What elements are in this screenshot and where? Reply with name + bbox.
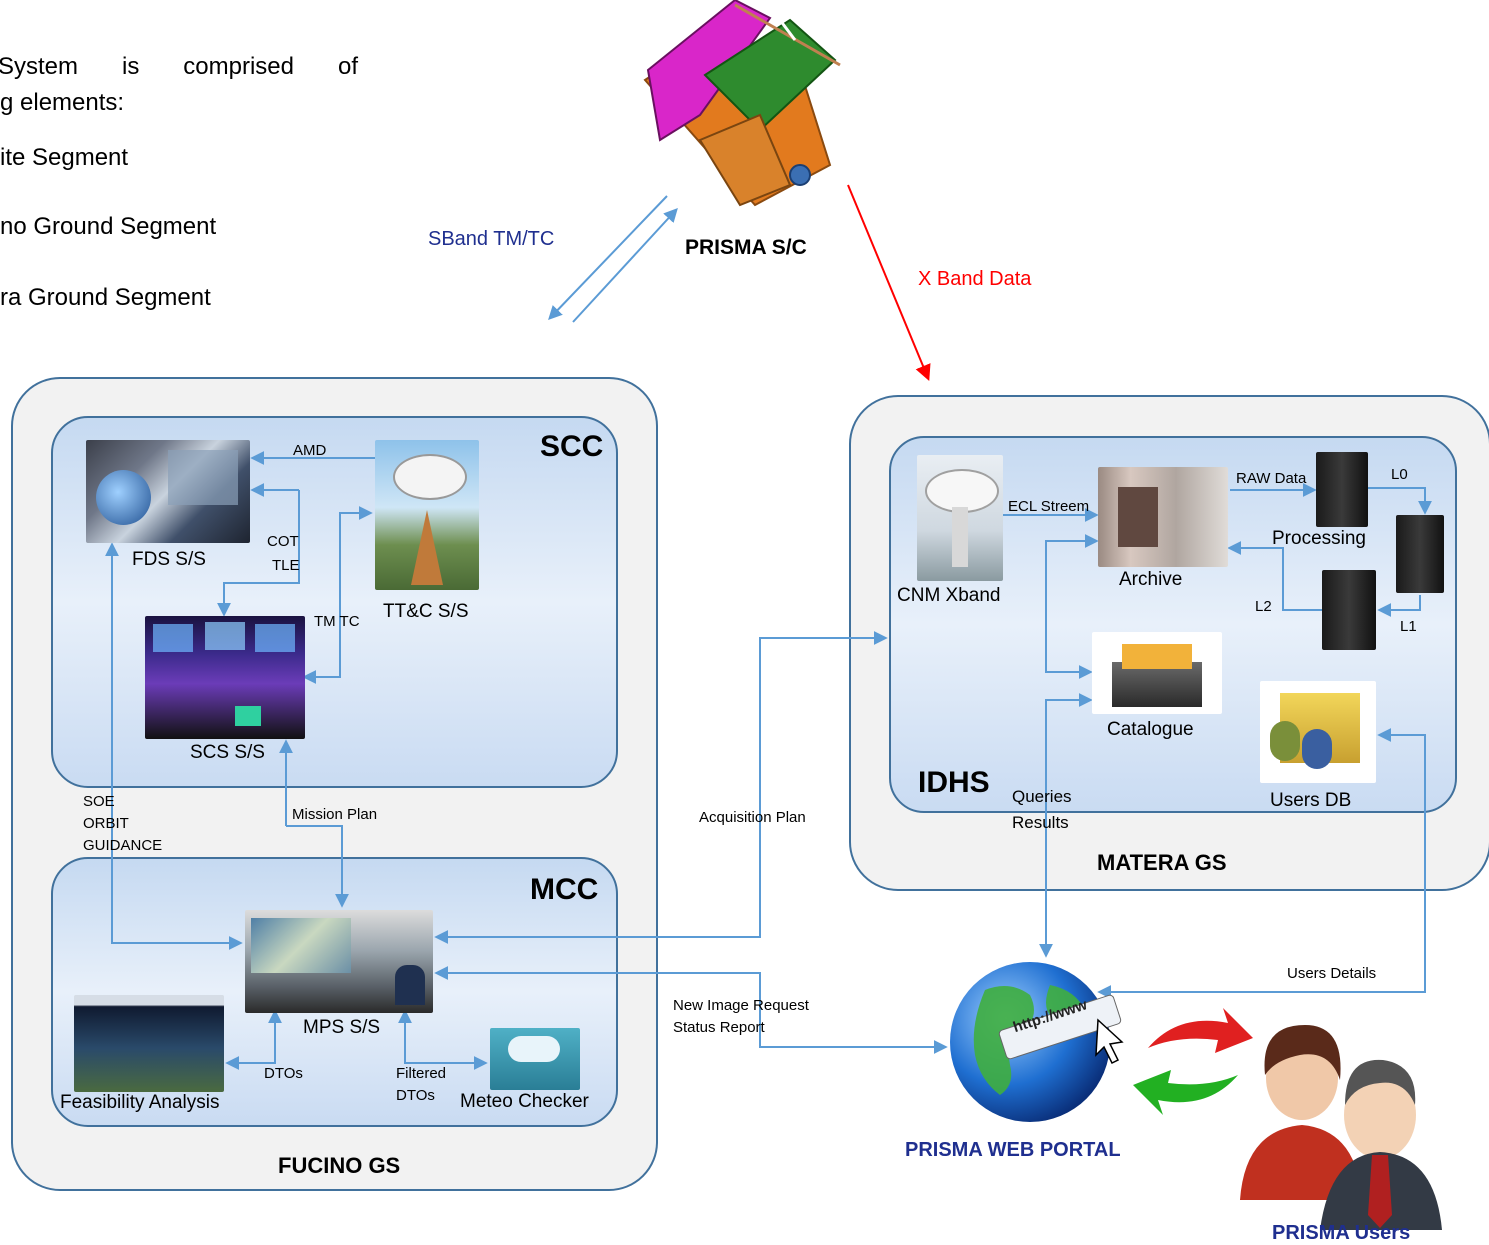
fucino-gs-title: FUCINO GS [278,1153,401,1178]
orbit-label: ORBIT [83,815,129,832]
processing-server-photo [1316,452,1368,527]
exchange-arrows-icon [1133,1008,1253,1115]
scs-label: SCS S/S [190,742,265,763]
satellite-icon [643,0,841,207]
dtos-label: DTOs [264,1065,303,1082]
archive-label: Archive [1119,569,1183,590]
guidance-label: GUIDANCE [83,837,163,854]
sband-label: SBand TM/TC [428,228,555,250]
l2-label: L2 [1255,598,1272,615]
queries-label: Queries [1012,787,1072,806]
intro-item-satellite: ite Segment [0,144,129,171]
mps-photo [245,910,433,1013]
meteo-label: Meteo Checker [460,1091,589,1112]
catalogue-label: Catalogue [1107,719,1194,740]
scc-title: SCC [540,430,604,463]
users-db-icon [1260,681,1376,783]
intro-line-1: System is comprised of [0,53,358,80]
prisma-users-icon [1240,1025,1442,1230]
ttc-photo [375,440,479,590]
feasibility-label: Feasibility Analysis [60,1092,220,1113]
ecl-label: ECL Streem [1008,498,1090,515]
web-portal-label: PRISMA WEB PORTAL [905,1139,1121,1161]
status-report-label: Status Report [673,1019,765,1036]
fds-label: FDS S/S [132,549,206,570]
cnm-label: CNM Xband [897,585,1001,606]
results-label: Results [1012,813,1069,832]
cnm-xband-photo [917,455,1003,581]
filtered-dtos-label: DTOs [396,1087,435,1104]
processing-label: Processing [1272,528,1366,549]
intro-item-matera: ra Ground Segment [0,284,211,311]
mcc-title: MCC [530,873,599,906]
intro-line-2: g elements: [0,89,125,116]
matera-gs-title: MATERA GS [1097,850,1227,875]
xband-label: X Band Data [918,268,1032,290]
mission-plan-label: Mission Plan [292,806,378,823]
l1-label: L1 [1400,618,1417,635]
users-db-label: Users DB [1270,790,1352,811]
users-details-label: Users Details [1287,965,1377,982]
archive-photo [1098,467,1228,567]
meteo-photo [490,1028,580,1090]
mps-label: MPS S/S [303,1017,381,1038]
scs-photo [145,616,305,739]
cot-label: COT [267,533,299,550]
idhs-title: IDHS [918,766,990,799]
acquisition-plan-label: Acquisition Plan [699,809,806,826]
feasibility-photo [74,995,224,1092]
l1-server-photo [1396,515,1444,593]
tle-label: TLE [272,557,300,574]
amd-label: AMD [293,442,327,459]
catalogue-icon [1092,632,1222,714]
tmtc-label: TM TC [314,613,360,630]
soe-label: SOE [83,793,115,810]
new-image-request-label: New Image Request [673,997,809,1014]
intro-item-fucino: no Ground Segment [0,213,217,240]
l2-server-photo [1322,570,1376,650]
spacecraft-label: PRISMA S/C [685,236,807,259]
ttc-label: TT&C S/S [383,601,469,622]
web-portal-globe-icon [950,962,1124,1122]
filtered-label: Filtered [396,1065,447,1082]
l0-label: L0 [1391,466,1408,483]
raw-data-label: RAW Data [1236,470,1307,487]
prisma-users-label: PRISMA Users [1272,1222,1411,1244]
fds-photo [86,440,250,543]
